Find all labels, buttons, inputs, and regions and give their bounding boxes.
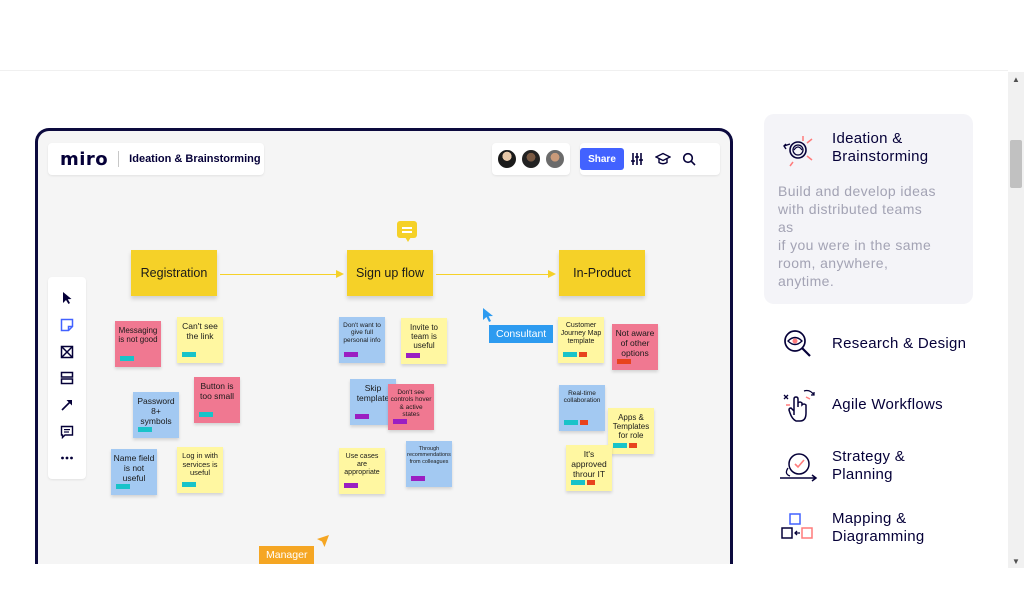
nav-label-line: Mapping & xyxy=(832,510,907,527)
magnifier-eye-icon xyxy=(776,322,820,366)
board-brand-bar: miro Ideation & Brainstorming xyxy=(48,143,264,175)
frame-shape-icon[interactable] xyxy=(55,341,79,363)
avatar xyxy=(497,149,517,169)
select-cursor-icon[interactable] xyxy=(55,287,79,309)
nav-label-line: Diagramming xyxy=(832,528,925,545)
sticky-note[interactable]: Through recommendations from colleagues xyxy=(406,441,452,487)
brand-separator xyxy=(118,151,120,167)
header-divider xyxy=(0,70,1008,71)
sticky-note[interactable]: Real-time collaboration xyxy=(559,385,605,431)
flow-arrow xyxy=(220,270,344,278)
nav-label-line: Brainstorming xyxy=(832,148,929,165)
flow-arrow xyxy=(436,270,556,278)
connector-arrow-icon[interactable] xyxy=(55,394,79,416)
sticky-note[interactable]: Don't want to give full personal info xyxy=(339,317,385,363)
manager-cursor-icon xyxy=(316,534,330,553)
more-options-icon[interactable] xyxy=(55,447,79,469)
sticky-note[interactable]: Don't see controls hover & active states xyxy=(388,384,434,430)
description-line: anytime. xyxy=(778,273,835,289)
sticky-note[interactable]: Apps & Templates for role xyxy=(608,408,654,454)
sticky-note[interactable]: Not aware of other options xyxy=(612,324,658,370)
flow-note-in-product[interactable]: In-Product xyxy=(559,250,645,296)
layout-template-icon[interactable] xyxy=(55,367,79,389)
use-case-description: Build and develop ideas with distributed… xyxy=(778,182,964,290)
page-bottom xyxy=(0,564,1006,600)
sticky-note-icon[interactable] xyxy=(55,314,79,336)
sticky-note[interactable]: Customer Journey Map template xyxy=(558,317,604,363)
avatar xyxy=(521,149,541,169)
sticky-note[interactable]: Can't see the link xyxy=(177,317,223,363)
description-line: room, anywhere, xyxy=(778,255,889,271)
hand-pointer-icon xyxy=(776,383,820,427)
comment-marker-icon[interactable] xyxy=(397,221,417,242)
strategy-cycle-icon xyxy=(776,444,820,488)
nav-label-line: Ideation & xyxy=(832,130,903,147)
nav-label-line: Planning xyxy=(832,466,893,483)
sticky-note[interactable]: It's approved throur IT xyxy=(566,445,612,491)
miro-logo: miro xyxy=(60,148,109,170)
avatar xyxy=(545,149,565,169)
sticky-note[interactable]: Invite to team is useful xyxy=(401,318,447,364)
sticky-note[interactable]: Messaging is not good xyxy=(115,321,161,367)
nav-item-ideation[interactable]: Ideation &Brainstorming xyxy=(776,126,928,170)
scroll-thumb[interactable] xyxy=(1010,140,1022,188)
settings-sliders-icon[interactable] xyxy=(624,148,650,170)
sticky-note[interactable]: Button is too small xyxy=(194,377,240,423)
consultant-cursor-icon xyxy=(482,307,494,328)
description-line: with distributed teams xyxy=(778,201,923,217)
nav-item-research-design[interactable]: Research & Design xyxy=(776,322,966,366)
graduation-cap-icon[interactable] xyxy=(650,148,676,170)
collaborators xyxy=(492,143,570,175)
sticky-note[interactable]: Use cases are appropriate xyxy=(339,448,385,494)
nav-label-line: Agile Workflows xyxy=(832,396,943,413)
sticky-note[interactable]: Log in with services is useful xyxy=(177,447,223,493)
flow-note-registration[interactable]: Registration xyxy=(131,250,217,296)
board-actions: Share xyxy=(580,143,720,175)
nav-item-mapping-diagramming[interactable]: Mapping &Diagramming xyxy=(776,506,925,550)
description-line: as xyxy=(778,219,794,235)
nav-label-line: Research & Design xyxy=(832,335,967,352)
comment-icon[interactable] xyxy=(55,421,79,443)
nav-item-strategy-planning[interactable]: Strategy &Planning xyxy=(776,444,905,488)
scroll-up-icon[interactable]: ▲ xyxy=(1012,74,1020,84)
shapes-diagram-icon xyxy=(776,506,820,550)
cursor-label-manager: Manager xyxy=(259,546,315,564)
sticky-note[interactable]: Name field is not useful xyxy=(111,449,157,495)
nav-label-line: Strategy & xyxy=(832,448,906,465)
description-line: if you were in the same xyxy=(778,237,932,253)
search-icon[interactable] xyxy=(676,148,702,170)
nav-item-agile-workflows[interactable]: Agile Workflows xyxy=(776,383,943,427)
board-title: Ideation & Brainstorming xyxy=(129,153,261,165)
sticky-note[interactable]: Password 8+ symbols xyxy=(133,392,179,438)
description-line: Build and develop ideas xyxy=(778,183,936,199)
page-scrollbar[interactable]: ▲ ▼ xyxy=(1008,72,1024,568)
scroll-down-icon[interactable]: ▼ xyxy=(1012,556,1020,566)
lightbulb-brainstorm-icon xyxy=(776,126,820,170)
flow-note-sign-up[interactable]: Sign up flow xyxy=(347,250,433,296)
board-preview: miro Ideation & Brainstorming Share xyxy=(35,128,733,581)
cursor-label-consultant: Consultant xyxy=(489,325,554,343)
share-button[interactable]: Share xyxy=(580,148,624,170)
board-toolbar xyxy=(48,277,86,479)
